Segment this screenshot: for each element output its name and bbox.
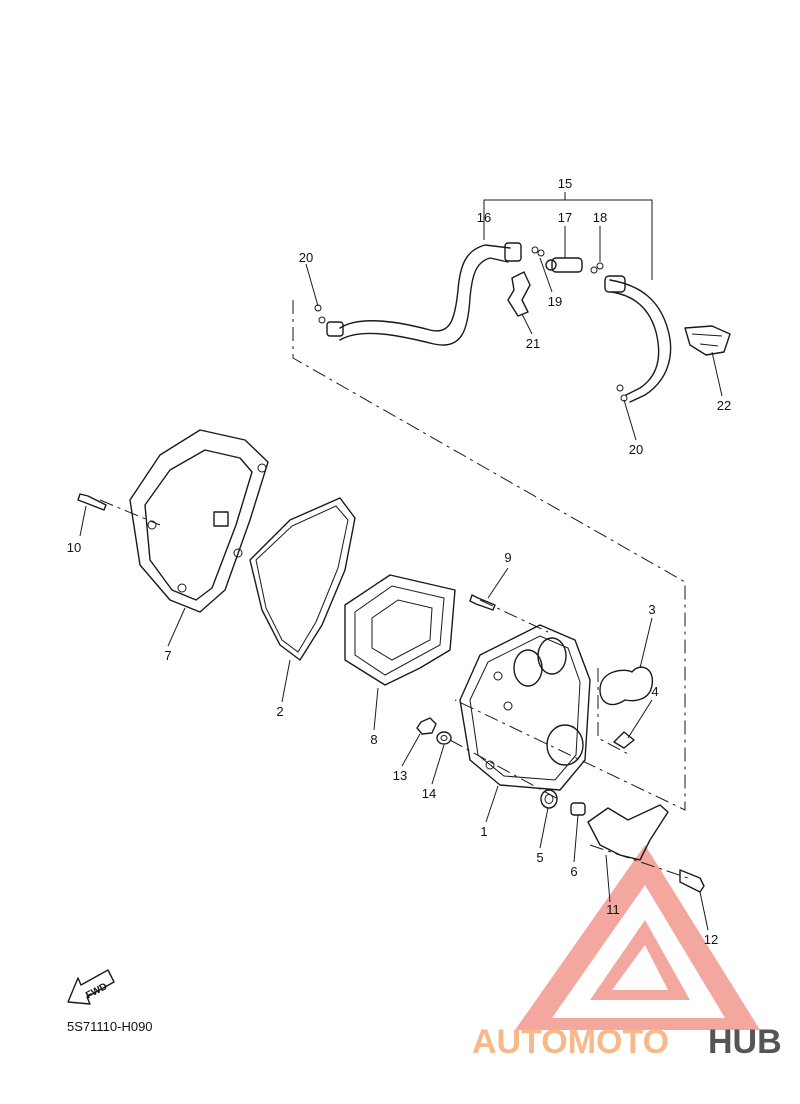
part-8-element <box>344 574 456 686</box>
fwd-arrow-icon: FWD <box>67 969 115 1005</box>
callout-6: 6 <box>570 864 577 879</box>
callout-14: 14 <box>422 786 436 801</box>
part-7-cover <box>129 429 269 613</box>
callout-13: 13 <box>393 768 407 783</box>
breather-hose-assembly <box>314 242 731 403</box>
watermark-text: AUTOMOTO HUB <box>472 1023 782 1061</box>
callout-15: 15 <box>558 176 572 191</box>
callout-1: 1 <box>480 824 487 839</box>
callout-8: 8 <box>370 732 377 747</box>
callout-11: 11 <box>606 902 620 917</box>
callout-5: 5 <box>536 850 543 865</box>
callout-21: 21 <box>526 336 540 351</box>
callout-3: 3 <box>648 602 655 617</box>
callouts: 1 2 3 4 5 6 7 8 9 10 11 12 13 14 15 16 1… <box>67 176 731 947</box>
callout-20a: 20 <box>299 250 313 265</box>
part-1-case <box>459 624 591 791</box>
callout-4: 4 <box>651 684 658 699</box>
watermark-logo <box>515 845 760 1030</box>
diagram-code: 5S71110-H090 <box>67 1019 153 1034</box>
callout-17: 17 <box>558 210 572 225</box>
small-parts <box>77 493 705 893</box>
callout-18: 18 <box>593 210 607 225</box>
callout-7: 7 <box>164 648 171 663</box>
part-2-gasket <box>249 497 356 661</box>
callout-20b: 20 <box>629 442 643 457</box>
watermark-text-b: HUB <box>708 1023 782 1061</box>
callout-9: 9 <box>504 550 511 565</box>
callout-22: 22 <box>717 398 731 413</box>
fwd-label: FWD <box>84 981 109 1001</box>
callout-2: 2 <box>276 704 283 719</box>
callout-12: 12 <box>704 932 718 947</box>
callout-10: 10 <box>67 540 81 555</box>
leader-lines <box>79 192 723 931</box>
watermark-text-a: AUTOMOTO <box>472 1023 669 1061</box>
reference-lines <box>99 300 689 879</box>
callout-19: 19 <box>548 294 562 309</box>
callout-16: 16 <box>477 210 491 225</box>
